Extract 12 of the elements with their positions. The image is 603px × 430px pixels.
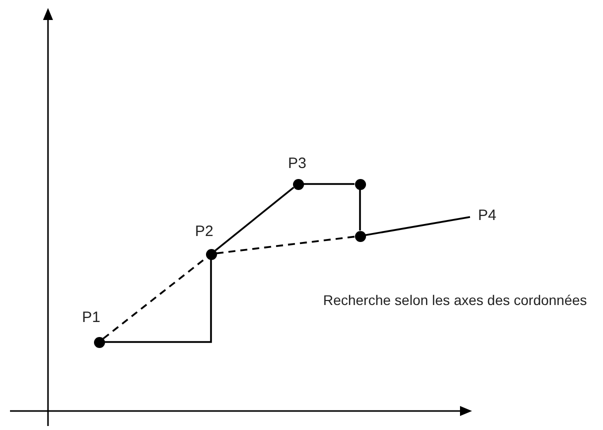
connector-line [304,183,354,185]
point-marker [354,178,366,190]
point-label: P4 [478,208,496,224]
connector-line [214,186,294,252]
connector-line [359,190,361,230]
dashed-line [216,236,355,254]
point-marker [354,230,366,242]
point-label: P3 [288,156,306,172]
point-label: P2 [195,224,214,240]
point-label: P1 [82,310,100,326]
connector-line [365,216,470,236]
annotation-text: Recherche selon les axes des cordonnées [322,291,588,310]
